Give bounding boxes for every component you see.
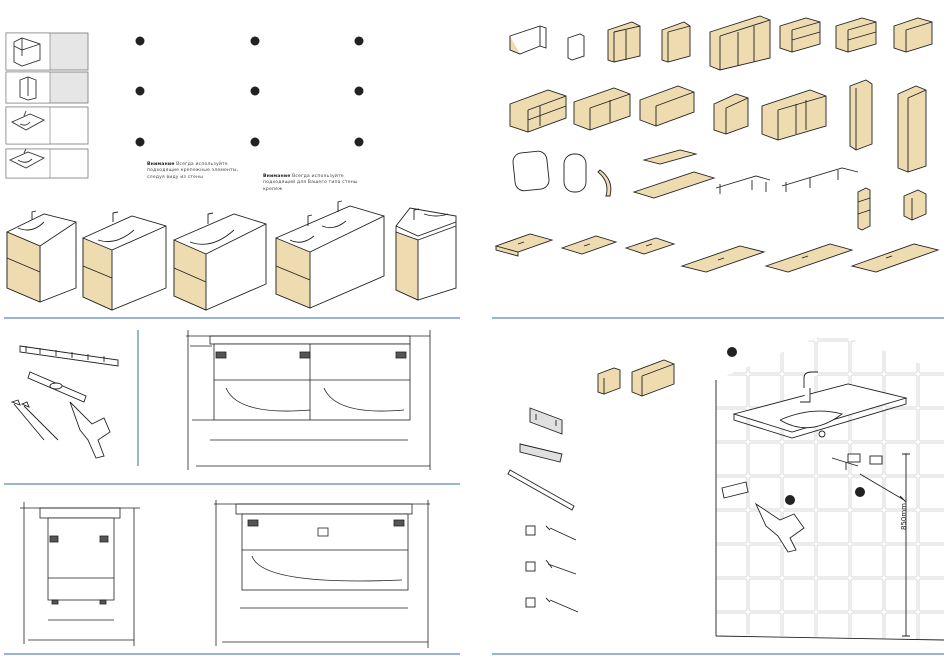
vanity-cabinets-row: [7, 201, 456, 310]
legend-panel: [6, 33, 88, 178]
dowel-icon: [546, 560, 576, 574]
products-catalog: [496, 16, 938, 272]
warning-label-left: Внимание: [147, 162, 174, 167]
tools-panel: [12, 346, 118, 458]
install-scene: [716, 332, 944, 640]
warning-label-right: Внимание: [263, 174, 290, 179]
warning-note-left: Внимание Всегда используйте подходящие к…: [147, 162, 251, 181]
warning-note-right: Внимание Всегда используйте подходящий д…: [263, 174, 363, 193]
fixings-panel: [508, 360, 674, 612]
step-bullet-icon: [727, 347, 737, 357]
drill-icon: [70, 402, 110, 458]
dimension-drawings: [20, 330, 430, 648]
step-bullets-top-left: [136, 37, 364, 147]
height-dimension-label: 850mm: [900, 503, 908, 530]
screwdriver-icon: [12, 400, 44, 440]
screw-icon: [546, 526, 576, 540]
